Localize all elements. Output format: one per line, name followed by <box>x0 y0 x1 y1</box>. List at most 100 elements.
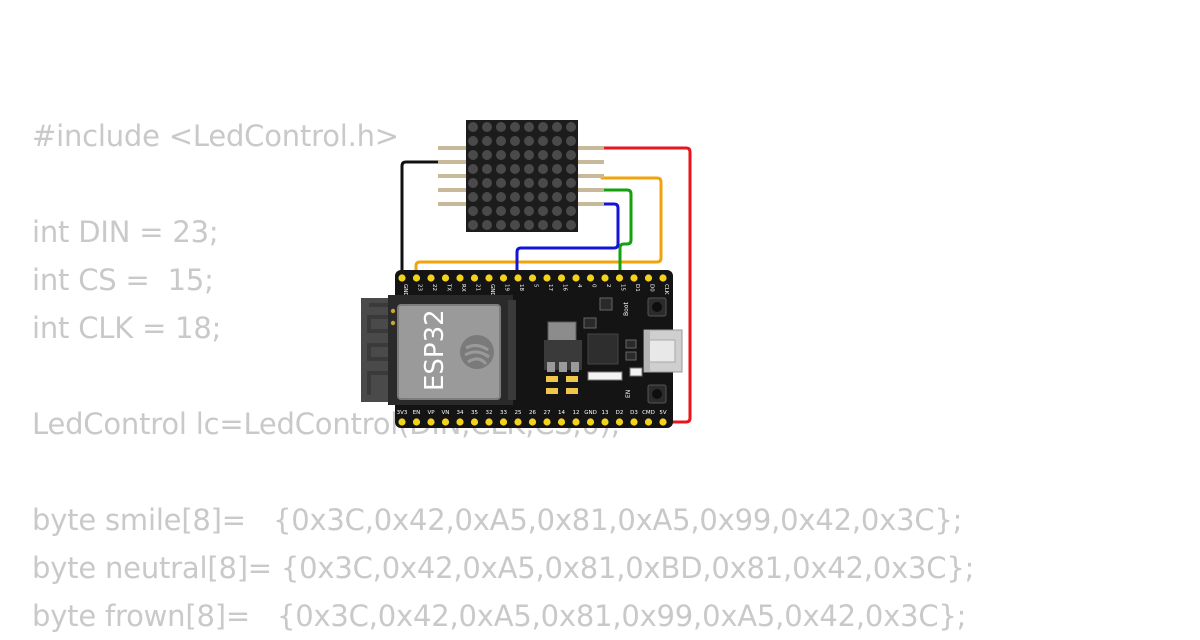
header-pin-top[interactable] <box>644 274 653 282</box>
wire-gnd[interactable] <box>400 160 442 279</box>
pin-label-bottom: 32 <box>486 410 493 416</box>
micro-usb-port-icon[interactable] <box>643 329 683 373</box>
header-pin-top[interactable] <box>485 274 493 282</box>
matrix-pins-right <box>578 146 604 206</box>
smd-part <box>629 367 643 377</box>
header-pin-top[interactable] <box>557 274 566 282</box>
led-dot <box>538 220 548 230</box>
pin-label-top: 18 <box>518 284 524 291</box>
led-dot <box>510 192 520 202</box>
led-dot <box>552 178 562 188</box>
header-pin-bottom[interactable] <box>456 418 464 426</box>
led-dot <box>524 220 534 230</box>
pin-label-bottom: 14 <box>558 410 565 416</box>
header-pin-top[interactable] <box>441 274 450 282</box>
smd-resistor-array <box>587 371 623 381</box>
header-pin-bottom[interactable] <box>427 418 435 426</box>
header-pin-bottom[interactable] <box>659 418 667 426</box>
header-pin-bottom[interactable] <box>615 418 624 426</box>
pin-label-bottom: D3 <box>630 410 638 416</box>
header-pin-bottom[interactable] <box>514 418 522 426</box>
led-dot <box>496 164 506 174</box>
header-pin-top[interactable] <box>427 274 435 282</box>
header-pin-bottom[interactable] <box>441 418 450 426</box>
header-pin-top[interactable] <box>630 274 638 282</box>
smd-part <box>599 297 613 311</box>
led-dot <box>538 178 548 188</box>
header-pin-bottom[interactable] <box>485 418 493 426</box>
wire-vcc[interactable] <box>600 146 692 424</box>
header-pin-top[interactable] <box>456 274 464 282</box>
header-pin-top[interactable] <box>543 274 551 282</box>
header-pin-bottom[interactable] <box>557 418 566 426</box>
header-pin-bottom[interactable] <box>630 418 638 426</box>
header-pin-bottom[interactable] <box>398 418 406 426</box>
header-pin-top[interactable] <box>615 274 624 282</box>
pin-label-bottom: EN <box>413 410 421 416</box>
header-pin-top[interactable] <box>659 274 667 282</box>
header-pin-bottom[interactable] <box>499 418 508 426</box>
pin-label-top: GND <box>402 284 408 297</box>
pin-label-bottom: 25 <box>515 410 522 416</box>
header-pin-bottom[interactable] <box>470 418 479 426</box>
pin-label-top: 5 <box>533 284 539 288</box>
header-pin <box>578 188 604 192</box>
header-pin-bottom[interactable] <box>644 418 653 426</box>
module-castellation <box>508 300 516 400</box>
wire-clk[interactable] <box>515 202 620 279</box>
matrix-pins-left <box>438 146 466 206</box>
header-pin-top[interactable] <box>499 274 508 282</box>
led-dot <box>482 136 492 146</box>
header-pin-bottom[interactable] <box>528 418 537 426</box>
header-pin-top[interactable] <box>586 274 595 282</box>
header-pin-bottom[interactable] <box>572 418 580 426</box>
pin-label-bottom: 13 <box>602 410 609 416</box>
header-pin-top[interactable] <box>528 274 537 282</box>
pin-label-bottom: VP <box>427 410 435 416</box>
header-pin-top[interactable] <box>514 274 522 282</box>
led-dot <box>566 220 576 230</box>
en-button-cap[interactable] <box>652 389 662 399</box>
wires <box>400 146 692 424</box>
pin-label-bottom: 12 <box>573 410 580 416</box>
header-pin-top[interactable] <box>601 274 609 282</box>
header-pin-top[interactable] <box>572 274 580 282</box>
led-dot <box>482 150 492 160</box>
header-pin-bottom[interactable] <box>543 418 551 426</box>
led-dot <box>524 164 534 174</box>
led-dot <box>566 178 576 188</box>
boot-button-cap[interactable] <box>652 302 662 312</box>
pin-label-bottom: D2 <box>616 410 624 416</box>
header-pin-top[interactable] <box>412 274 421 282</box>
header-pin-top[interactable] <box>398 274 406 282</box>
pin-label-top: 0 <box>591 284 597 288</box>
led-dot <box>482 206 492 216</box>
led-dot <box>496 192 506 202</box>
led-dot <box>468 122 478 132</box>
pin-label-bottom: 34 <box>457 410 464 416</box>
header-pin-bottom[interactable] <box>586 418 595 426</box>
header-pin-bottom[interactable] <box>412 418 421 426</box>
header-pin-top[interactable] <box>470 274 479 282</box>
code-line: byte frown[8]= {0x3C,0x42,0xA5,0x81,0x99… <box>32 599 967 633</box>
header-pin <box>578 202 604 206</box>
led-dot <box>552 220 562 230</box>
led-dot <box>552 150 562 160</box>
wire-cs[interactable] <box>600 188 633 279</box>
led-matrix-module[interactable] <box>438 120 604 232</box>
led-dot <box>482 220 492 230</box>
led-dot <box>566 150 576 160</box>
header-pin-bottom[interactable] <box>601 418 609 426</box>
led-dot <box>524 136 534 146</box>
led-dot <box>468 206 478 216</box>
led-dot <box>496 220 506 230</box>
wire-din[interactable] <box>414 176 663 279</box>
led-dot <box>510 150 520 160</box>
led-dot <box>510 164 520 174</box>
pin-label-top: 22 <box>431 284 437 291</box>
led-dot <box>538 122 548 132</box>
pin-label-bottom: CMD <box>642 410 655 416</box>
code-editor-text: #include <LedControl.h>int DIN = 23;int … <box>32 112 974 640</box>
